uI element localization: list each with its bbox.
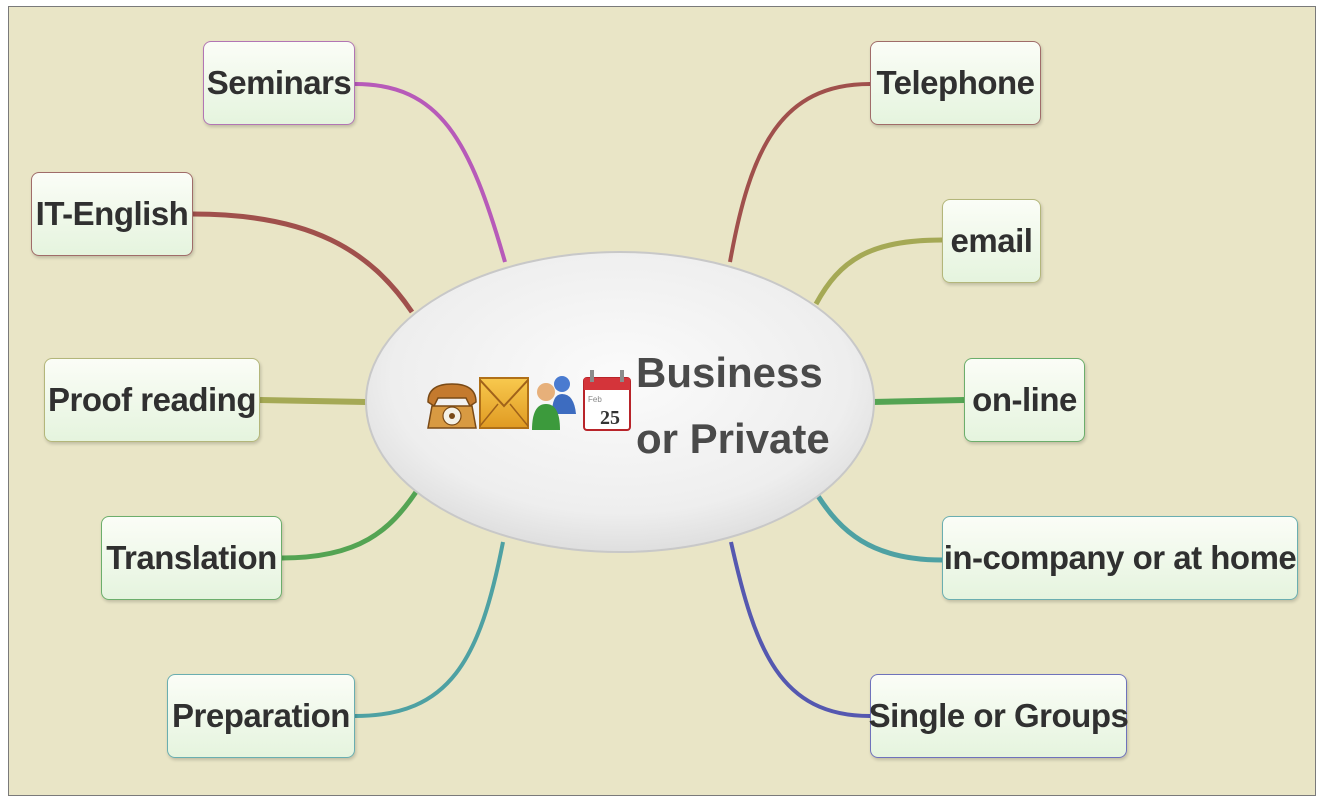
central-topic-line2: or Private (636, 415, 830, 462)
connector-in-company (815, 494, 943, 563)
calendar-month: Feb (588, 395, 602, 404)
central-topic-text[interactable]: Business or Private (636, 340, 836, 472)
node-single-groups[interactable]: Single or Groups (869, 674, 1129, 758)
calendar-day: 25 (600, 407, 620, 429)
calendar-icon: Feb 25 (583, 370, 631, 431)
node-preparation[interactable]: Preparation (167, 674, 355, 758)
connector-translation (281, 490, 419, 561)
connector-it-english (192, 211, 415, 314)
connector-seminars (354, 82, 507, 263)
node-it-english[interactable]: IT-English (31, 172, 193, 256)
connector-email (813, 237, 943, 306)
telephone-icon (427, 383, 477, 429)
users-icon (532, 376, 576, 430)
connector-proof-reading (259, 397, 367, 405)
envelope-icon (479, 377, 529, 429)
node-proof-reading[interactable]: Proof reading (44, 358, 260, 442)
node-on-line[interactable]: on-line (964, 358, 1085, 442)
node-email[interactable]: email (942, 199, 1041, 283)
connector-preparation (354, 541, 505, 718)
node-in-company[interactable]: in-company or at home (942, 516, 1298, 600)
connector-telephone (728, 82, 871, 263)
node-translation[interactable]: Translation (101, 516, 282, 600)
connector-on-line (871, 397, 965, 405)
connector-single-groups (729, 541, 871, 718)
node-telephone[interactable]: Telephone (870, 41, 1041, 125)
node-seminars[interactable]: Seminars (203, 41, 355, 125)
central-topic-line1: Business (636, 349, 823, 396)
